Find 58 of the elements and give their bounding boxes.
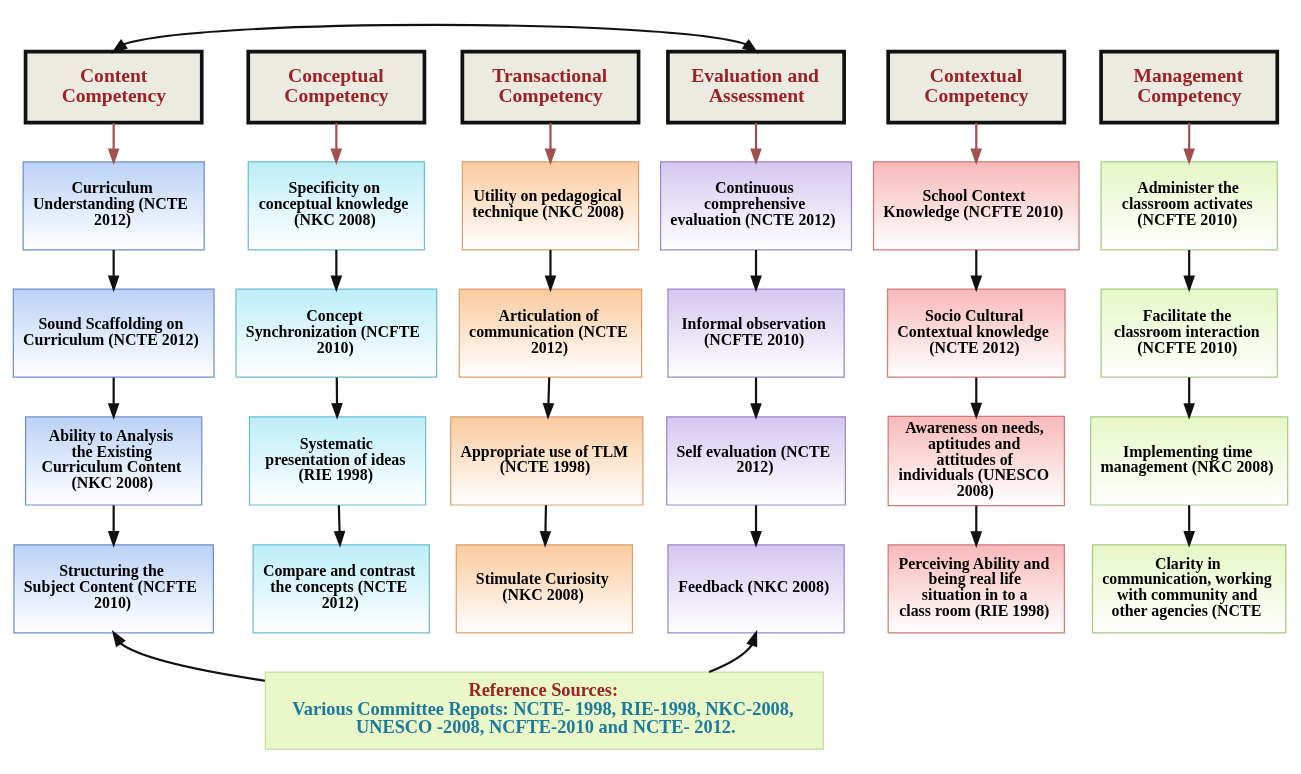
arrow	[970, 377, 983, 420]
arrow	[539, 505, 552, 548]
arrow	[542, 377, 555, 420]
arrow	[708, 629, 758, 673]
node-box: Implementing time management (NKC 2008)	[1090, 416, 1289, 506]
node-box: Continuous comprehensive evaluation (NCTE 2012)	[660, 161, 853, 251]
arrow	[970, 122, 983, 166]
node-box: Self evaluation (NCTE 2012)	[666, 416, 846, 506]
node-box: Conceptual Competency	[246, 49, 427, 125]
node-box: Socio Cultural Contextual knowledge (NCTE 2012)	[886, 288, 1066, 378]
node-box: Utility on pedagogical technique (NKC 2008)	[461, 161, 640, 251]
node-box: Awareness on needs, aptitudes and attitudes of individuals (UNESCO 2008)	[887, 415, 1065, 507]
node-box: Feedback (NKC 2008)	[667, 544, 845, 634]
node-box: Ability to Analysis the Existing Curriculum Content (NKC 2008)	[24, 416, 203, 506]
arrow	[544, 250, 557, 293]
arrow	[544, 122, 557, 166]
node-box: Structuring the Subject Content (NCFTE 2010)	[13, 544, 214, 634]
arrow	[107, 377, 120, 420]
arrow	[330, 250, 343, 293]
node-box: Specificity on conceptual knowledge (NKC 2008)	[247, 161, 426, 251]
node-box: Articulation of communication (NCTE 2012)	[458, 288, 643, 378]
node-box: Content Competency	[23, 49, 204, 125]
arrow	[1183, 505, 1195, 548]
node-box: School Context Knowledge (NCFTE 2010)	[872, 161, 1080, 251]
node-box: Transactional Competency	[460, 49, 641, 125]
node-box: Clarity in communication, working with community and other agencies (NCTE	[1091, 544, 1287, 634]
arrow	[970, 250, 983, 293]
node-box: Informal observation (NCFTE 2010)	[667, 288, 845, 378]
arrow	[750, 250, 762, 293]
arrow	[1183, 377, 1195, 420]
node-box: Appropriate use of TLM (NCTE 1998)	[450, 416, 644, 506]
arrow	[1183, 250, 1195, 293]
arrow	[111, 630, 266, 682]
node-box: Concept Synchronization (NCFTE 2010)	[235, 288, 438, 378]
arrow	[330, 122, 343, 166]
arrow	[107, 122, 120, 166]
node-box: Sound Scaffolding on Curriculum (NCTE 2012)	[12, 288, 215, 378]
arrow	[970, 505, 983, 548]
node-box: Systematic presentation of ideas (RIE 1998)	[248, 416, 427, 506]
arrow	[333, 505, 346, 548]
node-box: Management Competency	[1099, 49, 1280, 125]
arrow	[750, 122, 762, 166]
arrow	[750, 505, 762, 548]
arrow	[1183, 122, 1195, 166]
node-box: Contextual Competency	[886, 49, 1067, 125]
arrow	[107, 250, 120, 293]
arrow	[331, 377, 343, 420]
node-box: Stimulate Curiosity (NKC 2008)	[455, 544, 634, 634]
arrow	[110, 23, 759, 54]
node-box: Curriculum Understanding (NCTE 2012)	[22, 161, 205, 251]
arrow	[107, 505, 120, 548]
node-box: Administer the classroom activates (NCFTE 2010)	[1100, 161, 1278, 251]
arrow	[750, 377, 762, 420]
node-box: Perceiving Ability and being real life situation in to a class room (RIE 1998)	[887, 544, 1065, 634]
node-box: Reference Sources: Various Committee Repots: NCTE- 1998, RIE-1998, NKC-2008, UNESCO -2008, NCFTE-2010 and NCTE- 2012.	[264, 671, 824, 750]
node-box: Evaluation and Assessment	[666, 49, 846, 125]
node-box: Facilitate the classroom interaction (NCFTE 2010)	[1100, 288, 1278, 378]
node-box: Compare and contrast the concepts (NCTE 2012)	[252, 544, 430, 634]
